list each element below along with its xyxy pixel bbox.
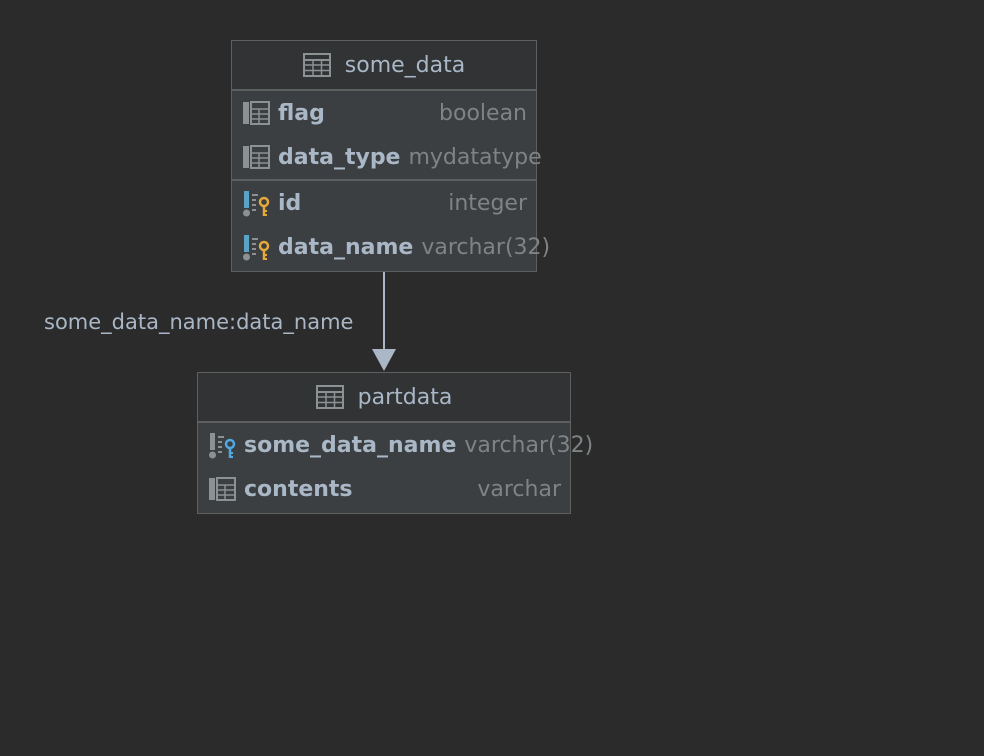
entity-partdata[interactable]: partdata some_data_name varchar(32): [197, 372, 593, 514]
column-name: flag: [278, 100, 325, 126]
column-name: data_name: [278, 234, 414, 260]
column-row[interactable]: contents varchar: [198, 467, 570, 511]
column-type: varchar(32): [421, 234, 551, 260]
column-type: integer: [448, 190, 527, 216]
column-icon: [243, 101, 270, 125]
column-row[interactable]: some_data_name varchar(32): [198, 423, 593, 467]
column-name: some_data_name: [244, 432, 457, 458]
column-type: boolean: [439, 100, 527, 126]
column-name: data_type: [278, 144, 401, 170]
relationship-arrowhead: [372, 349, 396, 371]
column-name: contents: [244, 476, 353, 502]
column-icon: [243, 145, 270, 169]
column-row[interactable]: id integer: [232, 181, 536, 225]
table-icon: [302, 53, 331, 77]
column-row[interactable]: data_name varchar(32): [232, 225, 550, 269]
foreign-key-column-icon: [209, 433, 236, 459]
column-icon: [209, 477, 236, 501]
entity-header: some_data: [232, 41, 536, 91]
relationship-label: some_data_name:data_name: [44, 310, 354, 334]
column-type: varchar(32): [464, 432, 594, 458]
key-section-divider: [232, 179, 536, 181]
column-row[interactable]: data_type mydatatype: [232, 135, 542, 179]
entity-header: partdata: [198, 373, 570, 423]
entity-some-data[interactable]: some_data flag boolean d: [231, 40, 550, 272]
column-name: id: [278, 190, 302, 216]
column-row[interactable]: flag boolean: [232, 91, 536, 135]
entity-title: some_data: [344, 52, 466, 78]
table-icon: [315, 385, 344, 409]
column-type: varchar: [477, 476, 561, 502]
entity-title: partdata: [357, 384, 453, 410]
primary-key-column-icon: [243, 235, 270, 261]
primary-key-column-icon: [243, 191, 270, 217]
column-type: mydatatype: [408, 144, 542, 170]
